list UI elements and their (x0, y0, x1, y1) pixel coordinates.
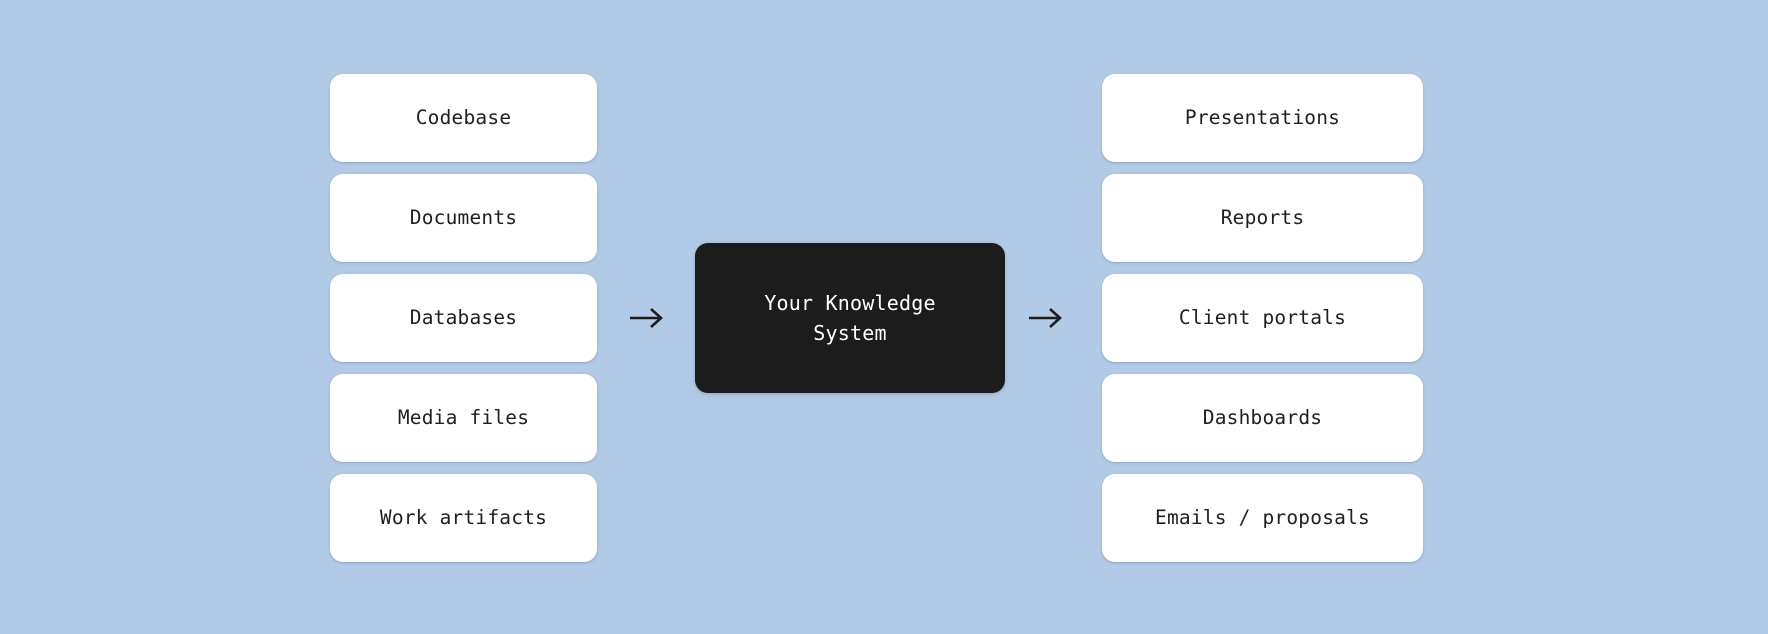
input-card-label: Documents (409, 206, 518, 230)
input-card-codebase[interactable]: Codebase (330, 74, 597, 162)
input-card-work-artifacts[interactable]: Work artifacts (330, 474, 597, 562)
outputs-column: Presentations Reports Client portals Das… (1102, 74, 1423, 562)
output-card-client-portals[interactable]: Client portals (1102, 274, 1423, 362)
input-card-label: Media files (397, 406, 530, 430)
output-card-presentations[interactable]: Presentations (1102, 74, 1423, 162)
output-card-dashboards[interactable]: Dashboards (1102, 374, 1423, 462)
input-card-databases[interactable]: Databases (330, 274, 597, 362)
input-card-label: Databases (409, 306, 518, 330)
input-sources-column: Codebase Documents Databases Media files… (330, 74, 597, 562)
knowledge-system-hub[interactable]: Your Knowledge System (695, 243, 1005, 393)
output-card-label: Reports (1220, 206, 1305, 230)
input-card-documents[interactable]: Documents (330, 174, 597, 262)
output-card-label: Presentations (1184, 106, 1341, 130)
input-card-media-files[interactable]: Media files (330, 374, 597, 462)
output-card-label: Emails / proposals (1155, 506, 1370, 530)
arrow-right-icon (624, 300, 670, 336)
input-card-label: Work artifacts (379, 506, 548, 530)
output-card-label: Dashboards (1202, 406, 1323, 430)
input-card-label: Codebase (415, 106, 512, 130)
output-card-reports[interactable]: Reports (1102, 174, 1423, 262)
hub-label: Your Knowledge System (764, 290, 936, 345)
output-card-emails-proposals[interactable]: Emails / proposals (1102, 474, 1423, 562)
arrow-right-icon (1023, 300, 1069, 336)
output-card-label: Client portals (1178, 306, 1347, 330)
